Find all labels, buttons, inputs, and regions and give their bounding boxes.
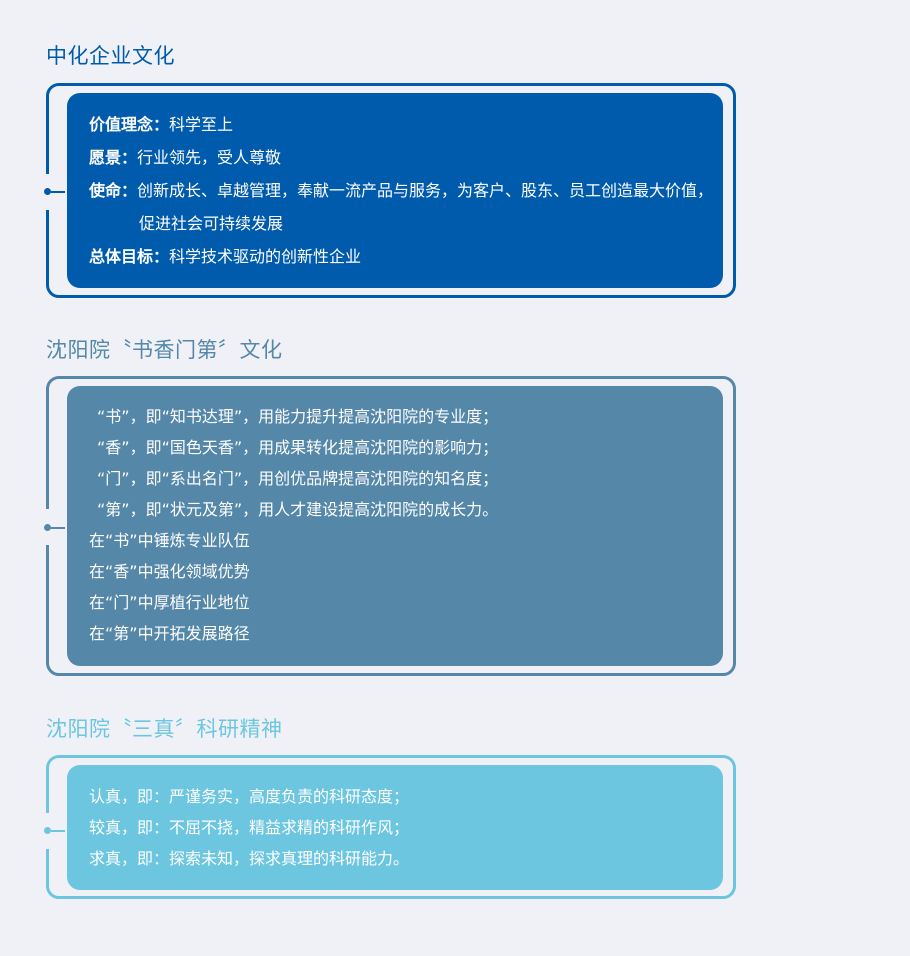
connector-line (51, 191, 65, 193)
list-item: 在“第”中开拓发展路径 (89, 624, 250, 643)
mission-line: 使命：创新成长、卓越管理，奉献一流产品与服务，为客户、股东、员工创造最大价值， (89, 181, 714, 200)
value-line: 价值理念：科学至上 (89, 115, 234, 134)
list-item: “第”，即“状元及第”，用人才建设提高沈阳院的成长力。 (97, 500, 499, 519)
connector-line (51, 830, 65, 832)
section-corporate-culture: 中化企业文化 价值理念：科学至上 愿景：行业领先，受人尊敬 使命：创新成长、卓越… (44, 42, 736, 302)
section-frame (44, 376, 736, 676)
section-frame (44, 83, 736, 298)
section-frame (44, 755, 736, 899)
list-item: 在“香”中强化领域优势 (89, 562, 250, 581)
connector-dot (44, 827, 51, 834)
section-research-spirit: 沈阳院〝三真〞科研精神 认真，即：严谨务实，高度负责的科研态度； 较真，即：不屈… (44, 715, 736, 905)
list-item: “香”，即“国色天香”，用成果转化提高沈阳院的影响力； (97, 438, 499, 457)
list-item: 认真，即：严谨务实，高度负责的科研态度； (89, 787, 410, 806)
section-title: 沈阳院〝三真〞科研精神 (46, 717, 283, 741)
vision-line: 愿景：行业领先，受人尊敬 (89, 148, 282, 167)
research-panel: 认真，即：严谨务实，高度负责的科研态度； 较真，即：不屈不挠，精益求精的科研作风… (67, 765, 723, 890)
list-item: 在“门”中厚植行业地位 (89, 593, 250, 612)
mission-line-cont: 促进社会可持续发展 (139, 214, 284, 233)
goal-line: 总体目标：科学技术驱动的创新性企业 (89, 247, 362, 266)
connector-line (51, 527, 65, 529)
list-item: 较真，即：不屈不挠，精益求精的科研作风； (89, 818, 410, 837)
culture-panel: 价值理念：科学至上 愿景：行业领先，受人尊敬 使命：创新成长、卓越管理，奉献一流… (67, 93, 723, 288)
connector-dot (44, 188, 51, 195)
section-title: 中化企业文化 (46, 44, 175, 68)
list-item: “书”，即“知书达理”，用能力提升提高沈阳院的专业度； (97, 407, 499, 426)
section-scholarly-culture: 沈阳院〝书香门第〞文化 “书”，即“知书达理”，用能力提升提高沈阳院的专业度； … (44, 335, 736, 680)
scholarly-panel: “书”，即“知书达理”，用能力提升提高沈阳院的专业度； “香”，即“国色天香”，… (67, 386, 723, 666)
list-item: 在“书”中锤炼专业队伍 (89, 531, 250, 550)
list-item: “门”，即“系出名门”，用创优品牌提高沈阳院的知名度； (97, 469, 499, 488)
list-item: 求真，即：探索未知，探求真理的科研能力。 (89, 849, 410, 868)
connector-dot (44, 524, 51, 531)
section-title: 沈阳院〝书香门第〞文化 (46, 338, 283, 362)
